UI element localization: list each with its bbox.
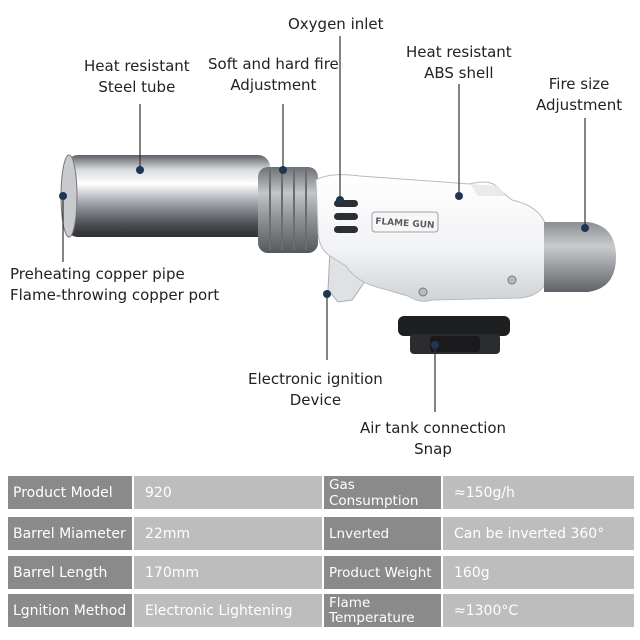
leader-dot-ignition	[323, 290, 331, 298]
callout-steel-tube: Heat resistant Steel tube	[84, 57, 190, 96]
leader-dot-shell	[455, 192, 463, 200]
leader-dot-ring	[279, 166, 287, 174]
screw-2	[507, 275, 517, 285]
spec-key: Flame Temperature	[324, 594, 441, 627]
fire-size-knob	[544, 222, 616, 292]
spec-row: Product Model 920 Gas Consumption ≈150g/…	[8, 476, 634, 509]
tank-snap-ring	[398, 316, 510, 336]
product-label-plate	[371, 211, 439, 233]
adjustment-ring	[258, 167, 318, 253]
callout-copper-pipe: Preheating copper pipe Flame-throwing co…	[10, 265, 220, 304]
callout-abs-shell: Heat resistant ABS shell	[406, 43, 512, 82]
callout-fire-size: Fire size Adjustment	[536, 75, 623, 114]
spec-row: Lgnition Method Electronic Lightening Fl…	[8, 594, 634, 627]
leader-dot-oxygen	[336, 196, 344, 204]
oxygen-vent-2	[334, 213, 358, 220]
steel-tube	[66, 155, 270, 237]
spec-row: Barrel Length 170mm Product Weight 160g	[8, 556, 634, 589]
callout-tank-snap: Air tank connection Snap	[360, 419, 507, 458]
spec-value: 920	[134, 476, 322, 509]
oxygen-vent-3	[334, 226, 358, 233]
product-label-text: FLAME GUN	[375, 217, 435, 231]
spec-value: Electronic Lightening	[134, 594, 322, 627]
spec-value: ≈150g/h	[443, 476, 634, 509]
flame-gun-illustration: FLAME GUN	[59, 36, 616, 412]
leader-dot-tube	[136, 166, 144, 174]
callout-oxygen-inlet: Oxygen inlet	[288, 15, 384, 33]
spec-key: Product Weight	[324, 556, 441, 589]
leader-dot-knob	[581, 224, 589, 232]
callout-ignition: Electronic ignition Device	[248, 370, 383, 409]
spec-key: Gas Consumption	[324, 476, 441, 509]
spec-value: 22mm	[134, 517, 322, 550]
spec-key: Lnverted	[324, 517, 441, 550]
screw-1	[418, 287, 428, 297]
leader-dot-copper	[59, 192, 67, 200]
spec-value: ≈1300°C	[443, 594, 634, 627]
spec-key: Barrel Length	[8, 556, 132, 589]
spec-table: Product Model 920 Gas Consumption ≈150g/…	[8, 476, 634, 632]
spec-row: Barrel Miameter 22mm Lnverted Can be inv…	[8, 517, 634, 550]
spec-key: Barrel Miameter	[8, 517, 132, 550]
leader-dot-snap	[431, 341, 439, 349]
abs-shell	[315, 174, 547, 302]
callout-fire-adjustment: Soft and hard fire Adjustment	[208, 55, 339, 94]
spec-key: Lgnition Method	[8, 594, 132, 627]
spec-value: 170mm	[134, 556, 322, 589]
spec-value: 160g	[443, 556, 634, 589]
spec-key: Product Model	[8, 476, 132, 509]
spec-value: Can be inverted 360°	[443, 517, 634, 550]
